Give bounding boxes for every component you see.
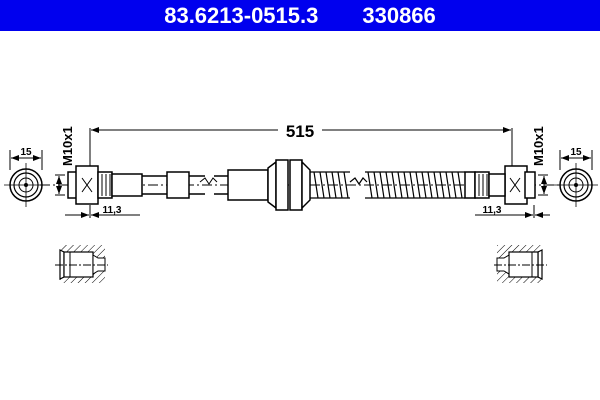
part-number: 83.6213-0515.3	[164, 2, 319, 28]
right-fitting: M10x1 11,3	[464, 126, 550, 218]
left-length-label: 11,3	[103, 205, 122, 216]
right-width-label: 15	[570, 147, 582, 158]
length-label: 515	[286, 122, 314, 141]
left-width-label: 15	[20, 147, 32, 158]
right-port-section	[494, 245, 547, 283]
right-end-view: 15	[554, 147, 598, 207]
title-bar: 83.6213-0515.3 330866	[0, 0, 600, 31]
left-fitting: M10x1 11,3	[55, 126, 143, 218]
left-end-view: 15	[4, 147, 48, 207]
overall-length-dimension: 515	[89, 122, 513, 185]
reference-number: 330866	[362, 2, 436, 28]
left-thread-label: M10x1	[60, 126, 75, 166]
right-thread-label: M10x1	[531, 126, 546, 166]
right-length-label: 11,3	[483, 205, 502, 216]
hose-body	[142, 159, 465, 211]
left-port-section	[55, 245, 108, 283]
